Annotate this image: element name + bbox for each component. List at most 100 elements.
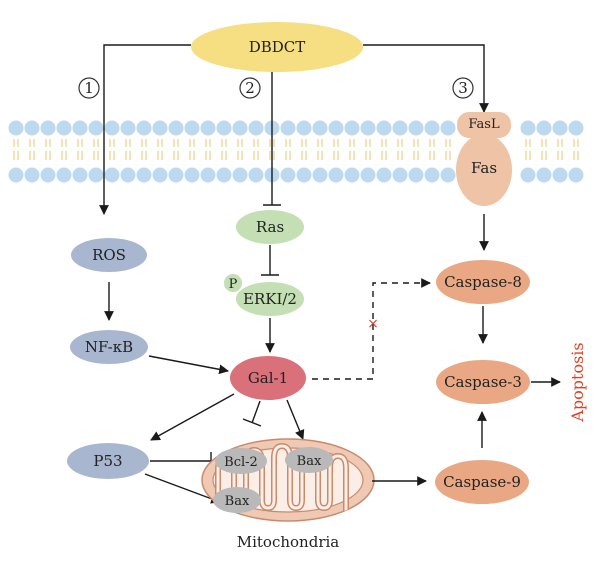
gal1-label: Gal-1 [248, 369, 288, 387]
membrane-lipid-head [120, 120, 136, 136]
bax-bottom-node [213, 487, 261, 513]
membrane-lipid-head [552, 120, 568, 136]
membrane-lipid-head [40, 167, 56, 183]
bcl2-label: Bcl-2 [224, 455, 258, 470]
erk-label: ERKI/2 [243, 290, 297, 308]
membrane-lipid-head [312, 167, 328, 183]
caspase3-label: Caspase-3 [444, 373, 522, 391]
membrane-lipid-head [344, 167, 360, 183]
membrane-lipid-head [408, 167, 424, 183]
caspase8-node [436, 260, 530, 304]
path-number-1-digit: 1 [84, 79, 94, 97]
membrane-lipid-head [360, 167, 376, 183]
membrane-lipid-head [104, 167, 120, 183]
membrane-lipid-head [248, 120, 264, 136]
membrane-lipid-head [24, 167, 40, 183]
membrane-lipid-head [56, 120, 72, 136]
membrane-lipid-head [72, 120, 88, 136]
membrane-lipid-head [536, 120, 552, 136]
membrane-lipid-head [152, 167, 168, 183]
arrow-dbdct-to-ros [99, 44, 191, 215]
path-number-2-circle [239, 77, 261, 99]
ros-node [71, 238, 147, 272]
path-number-3-circle [452, 77, 474, 99]
membrane-lipid-head [568, 120, 584, 136]
caspase3-node [436, 360, 530, 404]
membrane-lipid-head [424, 167, 440, 183]
dbdct-label: DBDCT [249, 38, 306, 56]
path-number-3-digit: 3 [458, 79, 468, 97]
inhibit-gal1-to-bcl2-bar [242, 418, 262, 427]
membrane-lipid-head [248, 167, 264, 183]
membrane-lipid-head [552, 167, 568, 183]
membrane-lipid-head [200, 167, 216, 183]
caspase8-label: Caspase-8 [444, 273, 522, 291]
membrane-lipid-head [184, 120, 200, 136]
erk-node [236, 282, 304, 316]
caspase9-node [435, 460, 529, 504]
membrane-lipid-head [8, 167, 24, 183]
membrane-lipid-head [184, 167, 200, 183]
fas-label: Fas [471, 159, 497, 177]
bax-bottom-label: Bax [225, 494, 250, 509]
path-number-2-digit: 2 [245, 79, 255, 97]
dbdct-node [191, 22, 363, 72]
bax-top-node [285, 447, 333, 473]
nfkb-label: NF-κB [85, 338, 133, 356]
membrane-lipid-head [392, 167, 408, 183]
membrane-lipid-head [408, 120, 424, 136]
membrane-lipid-head [392, 120, 408, 136]
membrane-lipid-head [72, 167, 88, 183]
arrow-gal1-to-bax [286, 399, 305, 440]
membrane-lipid-head [8, 120, 24, 136]
ros-label: ROS [92, 246, 126, 264]
arrow-p53-to-bax [144, 473, 221, 504]
ras-label: Ras [256, 218, 284, 236]
membrane-lipid-head [568, 167, 584, 183]
phospho-badge [224, 274, 242, 292]
membrane-lipid-head [440, 167, 456, 183]
path-number-1-circle [78, 77, 100, 99]
membrane-lipid-head [104, 120, 120, 136]
membrane-lipid-head [280, 167, 296, 183]
membrane-lipid-head [88, 167, 104, 183]
membrane-lipid-head [232, 167, 248, 183]
membrane-lipid-head [88, 120, 104, 136]
membrane-lipid-head [520, 120, 536, 136]
dashed-cross-mark: × [367, 316, 379, 332]
membrane-lipid-head [200, 120, 216, 136]
membrane-lipid-head [344, 120, 360, 136]
caspase9-label: Caspase-9 [443, 473, 521, 491]
membrane-lipid-head [168, 120, 184, 136]
membrane-lipid-head [232, 120, 248, 136]
membrane-lipid-head [328, 167, 344, 183]
membrane-lipid-head [376, 120, 392, 136]
apoptosis-label: Apoptosis [568, 342, 587, 422]
bcl2-node [215, 448, 267, 474]
membrane-lipid-head [536, 167, 552, 183]
membrane-lipid-head [216, 167, 232, 183]
inhibit-gal1-to-bcl2-line [251, 400, 261, 424]
mitochondria-label: Mitochondria [237, 533, 340, 551]
membrane-lipid-head [360, 120, 376, 136]
nfkb-node [70, 330, 148, 364]
fas-receptor [456, 112, 512, 206]
phospho-label: P [229, 277, 238, 292]
membrane-lipid-head [296, 120, 312, 136]
membrane-lipid-head [376, 167, 392, 183]
p53-label: P53 [93, 452, 122, 470]
arrow-dbdct-to-fasl [363, 44, 489, 113]
membrane-lipid-head [136, 120, 152, 136]
bax-top-label: Bax [297, 454, 322, 469]
membrane-lipid-head [280, 120, 296, 136]
membrane-lipid-head [120, 167, 136, 183]
fasl-label: FasL [468, 117, 500, 132]
p53-node [67, 443, 149, 479]
gal1-node [230, 356, 306, 400]
arrow-gal1-to-p53 [150, 393, 235, 441]
membrane-lipid-head [312, 120, 328, 136]
membrane-lipid-head [56, 167, 72, 183]
membrane-lipid-head [328, 120, 344, 136]
membrane-lipid-head [296, 167, 312, 183]
